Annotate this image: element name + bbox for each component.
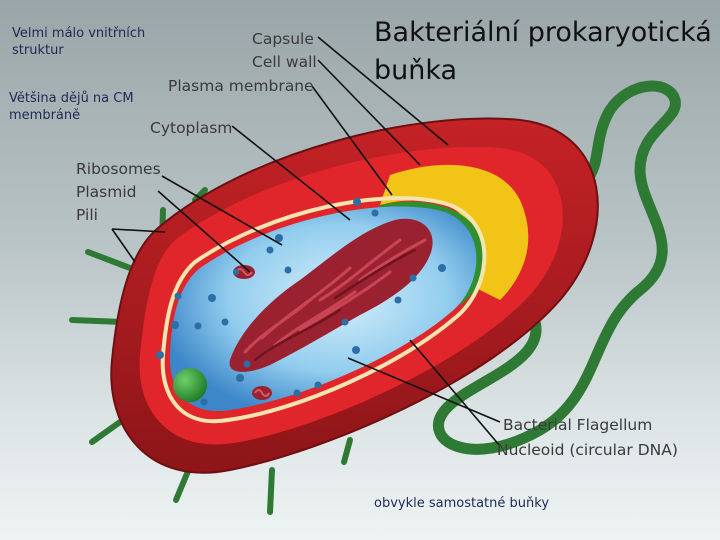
label-nucleoid: Nucleoid (circular DNA) (497, 441, 678, 459)
leader-lines (111, 36, 501, 447)
note-bottom: obvykle samostatné buňky (374, 496, 550, 511)
nucleoid (229, 218, 433, 372)
note-structures: Velmi málo vnitřních struktur (12, 26, 146, 58)
storage-granule (173, 368, 207, 402)
flagellum (433, 80, 681, 455)
label-cytoplasm: Cytoplasm (150, 119, 232, 137)
page-title: Bakteriální prokaryotická buňka (374, 17, 712, 86)
label-cell-wall: Cell wall (252, 53, 317, 71)
label-plasmid: Plasmid (76, 183, 136, 201)
label-plasma-membrane: Plasma membrane (168, 77, 314, 95)
label-pili: Pili (76, 206, 98, 224)
label-ribosomes: Ribosomes (76, 160, 161, 178)
label-capsule: Capsule (252, 30, 314, 48)
label-flagellum: Bacterial Flagellum (503, 416, 652, 434)
note-membrane: Většina dějů na CM membráně (9, 91, 134, 123)
plasmid (233, 265, 272, 400)
ribosomes (156, 198, 446, 406)
